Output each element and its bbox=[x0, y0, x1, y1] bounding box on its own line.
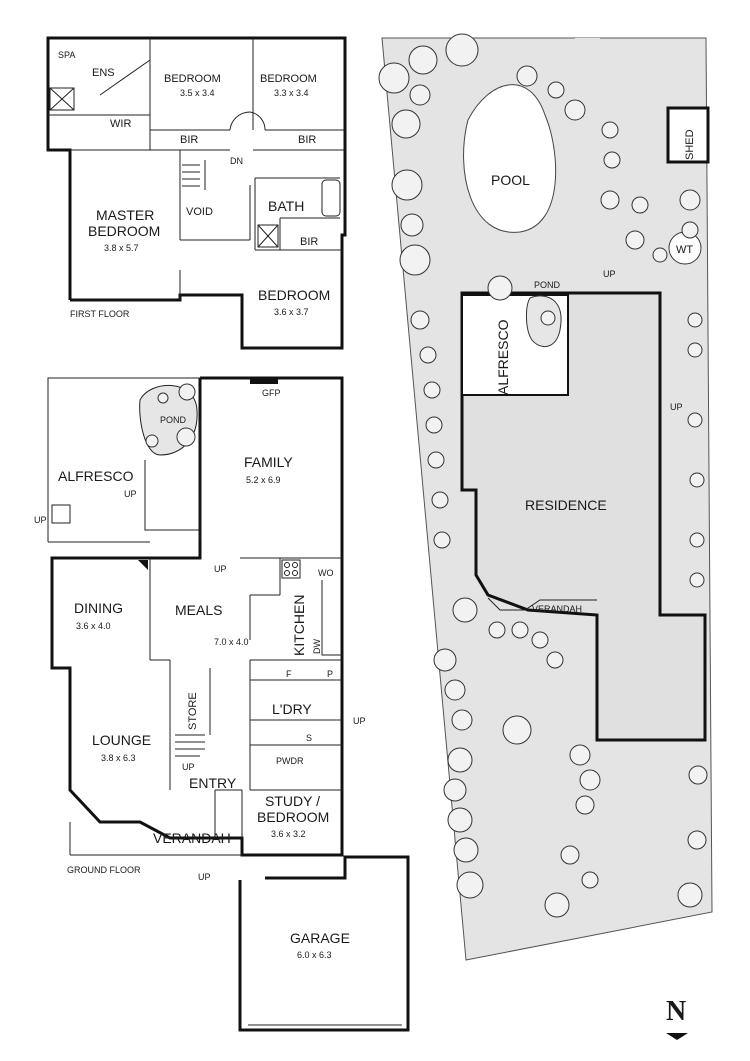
bedroom-b-dim: 3.3 x 3.4 bbox=[274, 88, 309, 98]
bath-label: BATH bbox=[268, 198, 304, 214]
bedroom-b-label: BEDROOM bbox=[260, 73, 317, 85]
family-dim: 5.2 x 6.9 bbox=[246, 475, 281, 485]
up-side-site: UP bbox=[670, 402, 683, 412]
shed-label: SHED bbox=[684, 129, 696, 160]
up-pool: UP bbox=[603, 269, 616, 279]
site-trees bbox=[378, 33, 708, 918]
dn-label: DN bbox=[230, 156, 243, 166]
garage-label: GARAGE bbox=[290, 930, 350, 946]
powder-label: PWDR bbox=[276, 756, 304, 766]
garage-dim: 6.0 x 6.3 bbox=[297, 950, 332, 960]
void-label: VOID bbox=[186, 206, 213, 218]
ensuite-label: ENS bbox=[92, 67, 115, 79]
gfp-label: GFP bbox=[262, 388, 281, 398]
fridge-label: F bbox=[286, 669, 292, 679]
up-laundry: UP bbox=[353, 716, 366, 726]
master-bedroom-label-line1: MASTER bbox=[96, 207, 154, 223]
lounge-label: LOUNGE bbox=[92, 732, 151, 748]
meals-dim: 7.0 x 4.0 bbox=[214, 637, 249, 647]
bedroom-c-label: BEDROOM bbox=[258, 287, 330, 303]
garage-plan bbox=[238, 855, 410, 1032]
wo-label: WO bbox=[318, 568, 334, 578]
residence-label: RESIDENCE bbox=[525, 497, 607, 513]
up-stair: UP bbox=[182, 762, 195, 772]
up-side-ground: UP bbox=[34, 515, 47, 525]
laundry-label: L'DRY bbox=[272, 701, 312, 717]
pond-plants-ground bbox=[145, 383, 196, 448]
dw-label: DW bbox=[312, 639, 322, 654]
kitchen-label: KITCHEN bbox=[291, 595, 307, 656]
family-label: FAMILY bbox=[244, 454, 293, 470]
bir-a-label: BIR bbox=[180, 134, 198, 146]
dining-label: DINING bbox=[74, 600, 123, 616]
sink-label: S bbox=[306, 733, 312, 743]
meals-label: MEALS bbox=[175, 602, 222, 618]
ground-floor-label: GROUND FLOOR bbox=[67, 865, 141, 875]
pool-label: POOL bbox=[491, 172, 530, 188]
up-meals: UP bbox=[214, 564, 227, 574]
entry-label: ENTRY bbox=[189, 775, 237, 791]
master-bedroom-label-line2: BEDROOM bbox=[88, 223, 160, 239]
store-label: STORE bbox=[187, 692, 199, 730]
pantry-label: P bbox=[327, 669, 333, 679]
bir-c-label: BIR bbox=[300, 236, 318, 248]
study-dim: 3.6 x 3.2 bbox=[271, 829, 306, 839]
alfresco-label-ground: ALFRESCO bbox=[58, 468, 134, 484]
north-label: N bbox=[666, 996, 686, 1027]
study-label-line1: STUDY / bbox=[265, 793, 320, 809]
dining-dim: 3.6 x 4.0 bbox=[76, 621, 111, 631]
pond-label-site: POND bbox=[534, 280, 561, 290]
bir-b-label: BIR bbox=[298, 134, 316, 146]
pond-label-ground: POND bbox=[160, 415, 187, 425]
water-tank-label: WT bbox=[676, 244, 693, 256]
lounge-dim: 3.8 x 6.3 bbox=[101, 753, 136, 763]
study-label-line2: BEDROOM bbox=[257, 809, 329, 825]
first-floor-plan bbox=[46, 36, 347, 350]
verandah-label-site: VERANDAH bbox=[532, 604, 582, 614]
up-front: UP bbox=[198, 872, 211, 882]
wir-label: WIR bbox=[110, 118, 131, 130]
bedroom-a-label: BEDROOM bbox=[164, 73, 221, 85]
verandah-label-ground: VERANDAH bbox=[153, 830, 231, 846]
first-floor-label: FIRST FLOOR bbox=[70, 309, 130, 319]
alfresco-label-site: ALFRESCO bbox=[495, 319, 511, 395]
bedroom-c-dim: 3.6 x 3.7 bbox=[274, 307, 309, 317]
master-bedroom-dim: 3.8 x 5.7 bbox=[104, 243, 139, 253]
bedroom-a-dim: 3.5 x 3.4 bbox=[180, 88, 215, 98]
spa-label: SPA bbox=[58, 50, 75, 60]
north-arrow-icon: N bbox=[666, 996, 688, 1040]
up-alfresco: UP bbox=[124, 489, 137, 499]
